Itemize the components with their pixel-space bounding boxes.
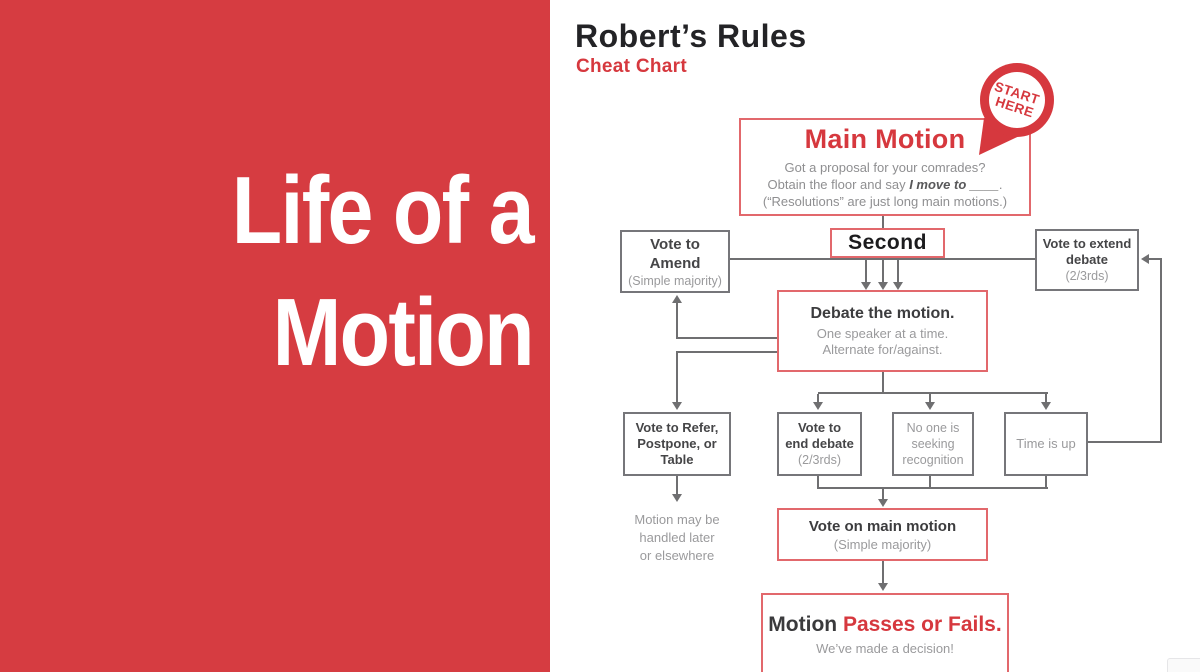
connector-extend-debate-drop	[897, 260, 899, 282]
connector-branch-noone	[929, 394, 931, 404]
debate-body1: One speaker at a time.	[816, 326, 949, 341]
vote-end-note: (2/3rds)	[797, 453, 842, 467]
vote-amend-line1: Vote to	[650, 235, 700, 253]
vote-refer-box: Vote to Refer, Postpone, or Table	[623, 412, 731, 476]
arrow-into-debate-center	[878, 282, 888, 290]
second-box: Second	[830, 228, 945, 258]
chart-title: Robert’s Rules	[575, 18, 807, 54]
main-motion-body2-post: .	[998, 177, 1003, 192]
passes-fails-title-dark: Motion	[768, 613, 843, 636]
vote-end-line1: Vote to	[797, 420, 842, 435]
slide-title-line1: Life of a	[231, 157, 535, 264]
main-motion-body2-pre: Obtain the floor and say	[767, 177, 910, 192]
vote-main-note: (Simple majority)	[833, 536, 932, 552]
connector-timeup-loop-bottom	[1088, 441, 1161, 443]
debate-box: Debate the motion. One speaker at a time…	[777, 290, 988, 372]
arrow-into-refer	[672, 402, 682, 410]
connector-mainmotion-second	[882, 216, 884, 228]
vote-extend-note: (2/3rds)	[1065, 269, 1109, 283]
no-one-line1: No one is	[906, 421, 960, 435]
connector-branch-enddebate	[817, 394, 819, 404]
connector-debate-refer-horizontal	[677, 351, 778, 353]
passes-fails-note: We’ve made a decision!	[816, 641, 954, 656]
arrow-into-passes	[878, 583, 888, 591]
connector-debate-refer-vertical	[676, 351, 678, 403]
start-here-badge-inner	[989, 72, 1045, 128]
arrow-into-timeup	[1041, 402, 1051, 410]
connector-debate-amend-horizontal	[677, 337, 778, 339]
debate-title: Debate the motion.	[810, 305, 955, 322]
connector-merge-center	[929, 476, 931, 489]
title-panel: Life of a Motion	[0, 0, 550, 672]
connector-amend-extend-horizontal	[730, 258, 1036, 260]
connector-votemain-passes	[882, 561, 884, 584]
connector-merge-horizontal	[818, 487, 1048, 489]
vote-refer-line2: Postpone, or	[637, 436, 717, 451]
main-motion-body3: (“Resolutions” are just long main motion…	[762, 194, 1008, 209]
main-motion-body1: Got a proposal for your comrades?	[784, 160, 986, 175]
handled-later-line1: Motion may be	[634, 512, 720, 527]
chart-subtitle: Cheat Chart	[576, 56, 687, 77]
arrow-into-note	[672, 494, 682, 502]
connector-branch-timeup	[1045, 394, 1047, 404]
debate-body2: Alternate for/against.	[822, 342, 943, 357]
connector-refer-note	[676, 476, 678, 495]
arrow-into-amend	[672, 295, 682, 303]
passes-fails-box: Motion Passes or Fails. We’ve made a dec…	[761, 593, 1009, 672]
passes-fails-title-red: Passes or Fails.	[842, 613, 1002, 636]
vote-end-debate-box: Vote to end debate (2/3rds)	[777, 412, 862, 476]
arrow-into-extend	[1141, 254, 1149, 264]
connector-merge-left	[817, 476, 819, 489]
vote-end-line2: end debate	[785, 436, 854, 451]
arrow-into-debate-right	[893, 282, 903, 290]
vote-amend-note: (Simple majority)	[628, 273, 722, 288]
no-one-line3: recognition	[902, 453, 964, 467]
main-motion-body2: Obtain the floor and say I move to ____.	[768, 176, 1003, 193]
vote-amend-line2: Amend	[649, 254, 701, 272]
no-one-box: No one is seeking recognition	[892, 412, 974, 476]
arrow-into-enddebate	[813, 402, 823, 410]
main-motion-title: Main Motion	[804, 124, 966, 154]
start-here-badge: START HERE	[979, 63, 1054, 155]
slide-title: Life of a Motion	[77, 150, 550, 394]
handled-later-line2: handled later	[639, 530, 715, 545]
handled-later-line3: or elsewhere	[639, 548, 715, 563]
connector-amend-debate-drop	[865, 260, 867, 282]
vote-extend-line1: Vote to extend	[1042, 236, 1132, 251]
time-up-label: Time is up	[1016, 436, 1076, 451]
passes-fails-title: Motion Passes or Fails.	[768, 612, 1001, 638]
arrow-into-votemain	[878, 499, 888, 507]
vote-refer-line3: Table	[660, 452, 694, 467]
connector-second-debate	[882, 257, 884, 283]
connector-debate-amend-vertical	[676, 302, 678, 339]
no-one-line2: seeking	[911, 437, 955, 451]
connector-timeup-loop-vertical	[1160, 258, 1162, 443]
connector-merge-right	[1045, 476, 1047, 489]
main-motion-body2-em: I move to ____	[909, 177, 999, 192]
vote-amend-box: Vote to Amend (Simple majority)	[620, 230, 730, 293]
time-up-box: Time is up	[1004, 412, 1088, 476]
arrow-into-noone	[925, 402, 935, 410]
slide-title-line2: Motion	[272, 279, 535, 386]
second-label: Second	[848, 231, 927, 254]
handled-later-note: Motion may be handled later or elsewhere	[618, 511, 736, 565]
arrow-into-debate-left	[861, 282, 871, 290]
corner-control[interactable]	[1167, 658, 1200, 672]
start-here-badge-tail	[979, 118, 1028, 155]
vote-refer-line1: Vote to Refer,	[635, 420, 719, 435]
vote-extend-box: Vote to extend debate (2/3rds)	[1035, 229, 1139, 291]
vote-extend-line2: debate	[1066, 252, 1108, 267]
connector-timeup-loop-top	[1149, 258, 1161, 260]
vote-main-box: Vote on main motion (Simple majority)	[777, 508, 988, 561]
connector-debate-branch-stem	[882, 372, 884, 393]
vote-main-title: Vote on main motion	[808, 517, 957, 535]
connector-merge-votemain	[882, 487, 884, 500]
connector-branch-horizontal	[818, 392, 1048, 394]
